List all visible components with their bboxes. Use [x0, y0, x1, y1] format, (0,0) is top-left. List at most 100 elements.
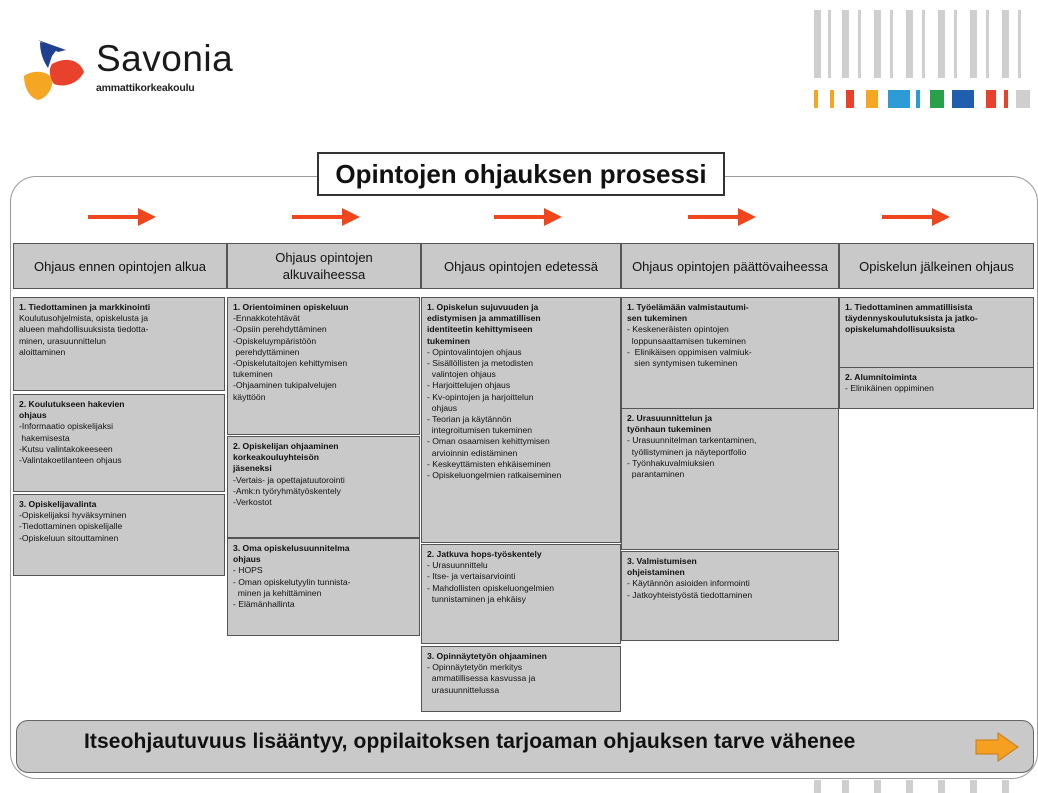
arrow-right-icon — [975, 732, 1019, 762]
box-line: urasuunnittelussa — [427, 684, 500, 695]
arrow-right-icon — [292, 208, 360, 226]
process-box: 3. Opiskelijavalinta-Opiskelijaksi hyväk… — [13, 494, 225, 576]
box-line: - Työnhakuvalmiuksien — [627, 457, 715, 468]
box-line: parantaminen — [627, 469, 685, 480]
box-line: -Opsiin perehdyttäminen — [233, 324, 327, 335]
box-heading: 2. Urasuunnittelun ja — [627, 413, 712, 423]
box-heading: 1. Tiedottaminen ja markkinointi — [19, 302, 151, 312]
box-line: - Jatkoyhteistyöstä tiedottaminen — [627, 589, 753, 600]
bottom-banner-text: Itseohjautuvuus lisääntyy, oppilaitoksen… — [84, 730, 856, 753]
box-line: - Urasuunnitelman tarkentaminen, — [627, 435, 757, 446]
box-heading: 2. Alumnitoiminta — [845, 372, 917, 382]
box-line: -Opiskeluun sitouttaminen — [19, 532, 119, 543]
arrow-right-icon — [882, 208, 950, 226]
box-line: -Verkostot — [233, 497, 272, 508]
box-heading: opiskelumahdollisuuksista — [845, 324, 955, 335]
box-heading: ohjeistaminen — [627, 567, 685, 578]
phase-header-4: Ohjaus opintojen päättövaiheessa — [621, 243, 839, 289]
logo-name: Savonia — [96, 38, 234, 79]
box-line: -Opiskelutaitojen kehittymisen — [233, 358, 348, 369]
box-heading: tukeminen — [427, 335, 470, 346]
box-line: - Oman osaamisen kehittymisen — [427, 436, 550, 447]
box-heading: 3. Oma opiskelusuunnitelma — [233, 543, 350, 553]
box-line: - Mahdollisten opiskeluongelmien — [427, 582, 555, 593]
box-line: - Keskeyttämisten ehkäiseminen — [427, 458, 551, 469]
savonia-logo: Savonia ammattikorkeakoulu — [18, 34, 258, 104]
box-line: - Urasuunnittelu — [427, 560, 488, 571]
box-line: minen, urasuunnittelun — [19, 335, 106, 346]
box-line: aloittaminen — [19, 346, 66, 357]
process-box: 1. Työelämään valmistautumi- sen tukemin… — [621, 297, 839, 409]
box-line: - Oman opiskelutyylin tunnista- — [233, 576, 351, 587]
box-line: -Informaatio opiskelijaksi — [19, 421, 114, 432]
process-box: 2. Alumnitoiminta- Elinikäinen oppiminen — [839, 367, 1034, 409]
box-heading: 3. Opinnäytetyön ohjaaminen — [427, 651, 547, 661]
arrow-right-icon — [688, 208, 756, 226]
box-line: työllistyminen ja näyteportfolio — [627, 446, 747, 457]
process-box: 3. Opinnäytetyön ohjaaminen- Opinnäytety… — [421, 646, 621, 712]
box-line: -Opiskeluympäristöön — [233, 335, 317, 346]
box-line: -Valintakoetilanteen ohjaus — [19, 455, 122, 466]
box-line: ohjaus — [427, 402, 458, 413]
box-heading: identiteetin kehittymiseen — [427, 324, 533, 335]
box-heading: 2. Opiskelijan ohjaaminen — [233, 441, 339, 451]
box-line: - Keskeneräisten opintojen — [627, 324, 729, 335]
box-line: -Kutsu valintakokeeseen — [19, 443, 113, 454]
box-line: - Sisällöllisten ja metodisten — [427, 358, 534, 369]
box-line: -Ennakkotehtävät — [233, 313, 300, 324]
box-line: -Amk:n työryhmätyöskentely — [233, 485, 341, 496]
box-line: - Opiskeluongelmien ratkaiseminen — [427, 470, 562, 481]
process-box: 2. Jatkuva hops-työskentely- Urasuunnitt… — [421, 544, 621, 644]
box-line: käyttöön — [233, 391, 266, 402]
box-heading: 1. Orientoiminen opiskeluun — [233, 302, 349, 312]
box-line: - Opinnäytetyön merkitys — [427, 662, 523, 673]
arrow-right-icon — [494, 208, 562, 226]
box-line: hakemisesta — [19, 432, 70, 443]
arrow-right-icon — [88, 208, 156, 226]
box-line: Koulutusohjelmista, opiskelusta ja — [19, 313, 148, 324]
box-heading: sen tukeminen — [627, 313, 688, 324]
box-line: -Ohjaaminen tukipalvelujen — [233, 380, 337, 391]
box-line: minen ja kehittäminen — [233, 587, 322, 598]
bottom-banner — [16, 720, 1034, 773]
box-heading: 3. Opiskelijavalinta — [19, 499, 97, 509]
box-line: sien syntymisen tukeminen — [627, 358, 738, 369]
box-line: - Elinikäisen oppimisen valmiuk- — [627, 346, 752, 357]
box-heading: ohjaus — [19, 410, 47, 421]
box-line: - Kv-opintojen ja harjoittelun — [427, 391, 534, 402]
box-line: perehdyttäminen — [233, 346, 300, 357]
decorative-stripes-bottom — [814, 780, 1009, 793]
box-heading: täydennyskoulutuksista ja jatko- — [845, 313, 978, 324]
phase-header-2: Ohjaus opintojen alkuvaiheessa — [227, 243, 421, 289]
box-heading: edistymisen ja ammatillisen — [427, 313, 541, 324]
box-line: - Opintovalintojen ohjaus — [427, 346, 522, 357]
box-heading: korkeakouluyhteisön — [233, 452, 319, 463]
box-line: - Teorian ja käytännön — [427, 414, 512, 425]
box-line: ammatillisessa kasvussa ja — [427, 673, 536, 684]
box-heading: 1. Työelämään valmistautumi- — [627, 302, 749, 312]
box-line: - Käytännön asioiden informointi — [627, 578, 750, 589]
process-box: 2. Koulutukseen hakevien ohjaus-Informaa… — [13, 394, 225, 492]
box-line: valintojen ohjaus — [427, 369, 496, 380]
phase-header-3: Ohjaus opintojen edetessä — [421, 243, 621, 289]
box-heading: ohjaus — [233, 554, 261, 565]
box-heading: jäseneksi — [233, 463, 272, 474]
box-line: - Elämänhallinta — [233, 599, 295, 610]
box-line: -Opiskelijaksi hyväksyminen — [19, 510, 127, 521]
box-line: integroitumisen tukeminen — [427, 425, 533, 436]
box-line: - HOPS — [233, 565, 263, 576]
box-line: - Elinikäinen oppiminen — [845, 383, 934, 394]
box-heading: 1. Opiskelun sujuvuuden ja — [427, 302, 539, 312]
box-line: tunnistaminen ja ehkäisy — [427, 593, 526, 604]
phase-header-1: Ohjaus ennen opintojen alkua — [13, 243, 227, 289]
logo-subtitle: ammattikorkeakoulu — [96, 82, 195, 94]
box-line: - Itse- ja vertaisarviointi — [427, 571, 516, 582]
diagram-title: Opintojen ohjauksen prosessi — [317, 152, 725, 196]
box-line: arvioinnin edistäminen — [427, 447, 518, 458]
box-heading: 2. Koulutukseen hakevien — [19, 399, 125, 409]
